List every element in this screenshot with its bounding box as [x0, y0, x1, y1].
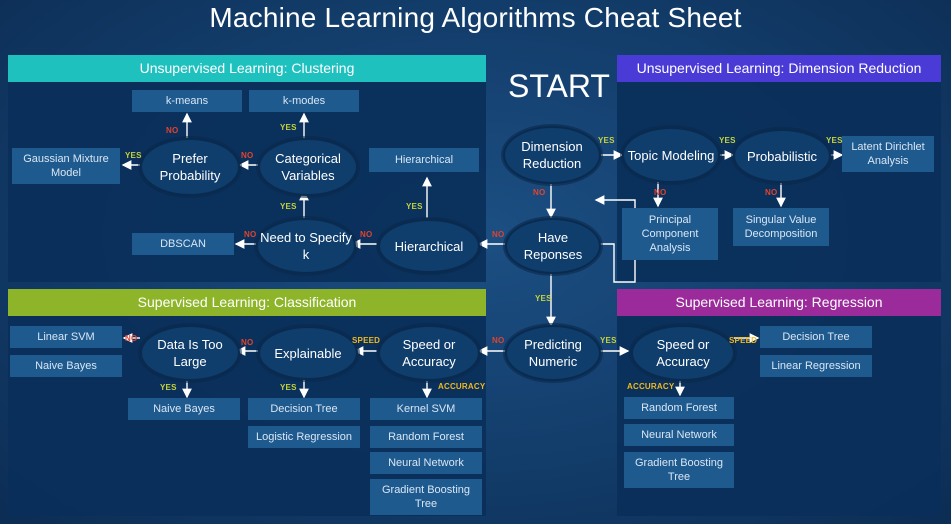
- label-no-topic-pca: NO: [654, 188, 667, 197]
- node-dimension-reduction: Dimension Reduction: [503, 126, 601, 184]
- node-hierarchical-text: Hierarchical: [394, 238, 464, 254]
- algo-neural-network-regression: Neural Network: [624, 424, 734, 446]
- node-have-responses: Have Reponses: [505, 218, 601, 274]
- regression-header: Supervised Learning: Regression: [617, 289, 941, 316]
- node-speed-or-accuracy-classification: Speed or Accuracy: [378, 325, 480, 381]
- label-accuracy-cls: ACCURACY: [438, 382, 486, 391]
- label-yes-dr-topic: YES: [598, 136, 615, 145]
- algo-naive-bayes-side: Naive Bayes: [10, 355, 122, 377]
- algo-decision-tree-regression: Decision Tree: [760, 326, 872, 348]
- node-probabilistic-text: Probabilistic: [746, 148, 818, 164]
- algo-gradient-boosting-tree-classification: Gradient Boosting Tree: [370, 479, 482, 515]
- algo-neural-network-classification: Neural Network: [370, 452, 482, 474]
- label-yes-numeric-reg: YES: [600, 336, 617, 345]
- node-prefer-probability-text: Prefer Probability: [159, 151, 221, 183]
- algo-k-means: k-means: [132, 90, 242, 112]
- label-speed-reg: SPEED: [729, 336, 758, 345]
- label-yes-large-nb: YES: [160, 383, 177, 392]
- algo-random-forest-regression: Random Forest: [624, 397, 734, 419]
- label-no-dr-responses: NO: [533, 188, 546, 197]
- algo-naive-bayes: Naive Bayes: [128, 398, 240, 420]
- label-no-categorical-prefer: NO: [241, 151, 254, 160]
- label-yes-k-categorical: YES: [280, 202, 297, 211]
- algo-decision-tree-classification: Decision Tree: [248, 398, 360, 420]
- algo-gradient-boosting-tree-regression: Gradient Boosting Tree: [624, 452, 734, 488]
- node-speed-or-accuracy-regression-text: Speed or Accuracy: [656, 337, 710, 369]
- node-data-too-large-text: Data Is Too Large: [157, 337, 223, 369]
- node-predicting-numeric: Predicting Numeric: [505, 325, 601, 381]
- label-yes-topic-prob: YES: [719, 136, 736, 145]
- label-no-k-dbscan: NO: [244, 230, 257, 239]
- label-no-numeric-cls: NO: [492, 336, 505, 345]
- algo-linear-svm: Linear SVM: [10, 326, 122, 348]
- node-categorical-variables-text: Categorical Variables: [275, 151, 341, 183]
- dimension-reduction-header: Unsupervised Learning: Dimension Reducti…: [617, 55, 941, 82]
- label-no-prob-svd: NO: [765, 188, 778, 197]
- node-need-to-specify-k: Need to Specify k: [256, 218, 356, 274]
- algo-kernel-svm: Kernel SVM: [370, 398, 482, 420]
- node-explainable-text: Explainable: [274, 345, 342, 361]
- label-no-prefer-kmeans: NO: [166, 126, 179, 135]
- node-need-to-specify-k-text: Need to Specify k: [260, 230, 352, 262]
- node-prefer-probability: Prefer Probability: [140, 138, 240, 196]
- start-label: START: [508, 68, 610, 104]
- node-probabilistic: Probabilistic: [733, 129, 831, 183]
- label-yes-responses-numeric: YES: [535, 294, 552, 303]
- label-no-large-svm: NO: [125, 334, 138, 343]
- page-title: Machine Learning Algorithms Cheat Sheet: [209, 2, 742, 33]
- classification-header: Supervised Learning: Classification: [8, 289, 486, 316]
- algo-hierarchical: Hierarchical: [369, 148, 479, 172]
- algo-logistic-regression: Logistic Regression: [248, 426, 360, 448]
- label-speed-cls: SPEED: [352, 336, 381, 345]
- algo-dbscan: DBSCAN: [132, 233, 234, 255]
- label-no-explainable-large: NO: [241, 338, 254, 347]
- node-explainable: Explainable: [258, 326, 358, 380]
- algo-principal-component-analysis: Principal Component Analysis: [622, 208, 718, 260]
- algo-latent-dirichlet-analysis: Latent Dirichlet Analysis: [842, 136, 934, 172]
- node-predicting-numeric-text: Predicting Numeric: [524, 337, 582, 369]
- node-have-responses-text: Have Reponses: [523, 230, 583, 262]
- label-yes-prob-lda: YES: [826, 136, 843, 145]
- node-data-too-large: Data Is Too Large: [140, 325, 240, 381]
- label-yes-prefer-gmm: YES: [125, 151, 142, 160]
- clustering-header: Unsupervised Learning: Clustering: [8, 55, 486, 82]
- node-speed-or-accuracy-classification-text: Speed or Accuracy: [402, 337, 456, 369]
- node-dimension-reduction-text: Dimension Reduction: [521, 139, 583, 171]
- node-topic-modeling-text: Topic Modeling: [627, 147, 715, 163]
- algo-random-forest-classification: Random Forest: [370, 426, 482, 448]
- node-topic-modeling: Topic Modeling: [622, 127, 720, 183]
- node-hierarchical: Hierarchical: [378, 219, 480, 273]
- node-categorical-variables: Categorical Variables: [258, 138, 358, 196]
- algo-k-modes: k-modes: [249, 90, 359, 112]
- algo-gaussian-mixture-model: Gaussian Mixture Model: [12, 148, 120, 184]
- label-no-hier-k: NO: [360, 230, 373, 239]
- label-yes-explainable-dt: YES: [280, 383, 297, 392]
- label-no-responses-hier: NO: [492, 230, 505, 239]
- label-yes-hier-box: YES: [406, 202, 423, 211]
- label-yes-categorical-kmodes: YES: [280, 123, 297, 132]
- algo-singular-value-decomposition: Singular Value Decomposition: [733, 208, 829, 246]
- algo-linear-regression: Linear Regression: [760, 355, 872, 377]
- label-accuracy-reg: ACCURACY: [627, 382, 675, 391]
- node-speed-or-accuracy-regression: Speed or Accuracy: [631, 325, 735, 381]
